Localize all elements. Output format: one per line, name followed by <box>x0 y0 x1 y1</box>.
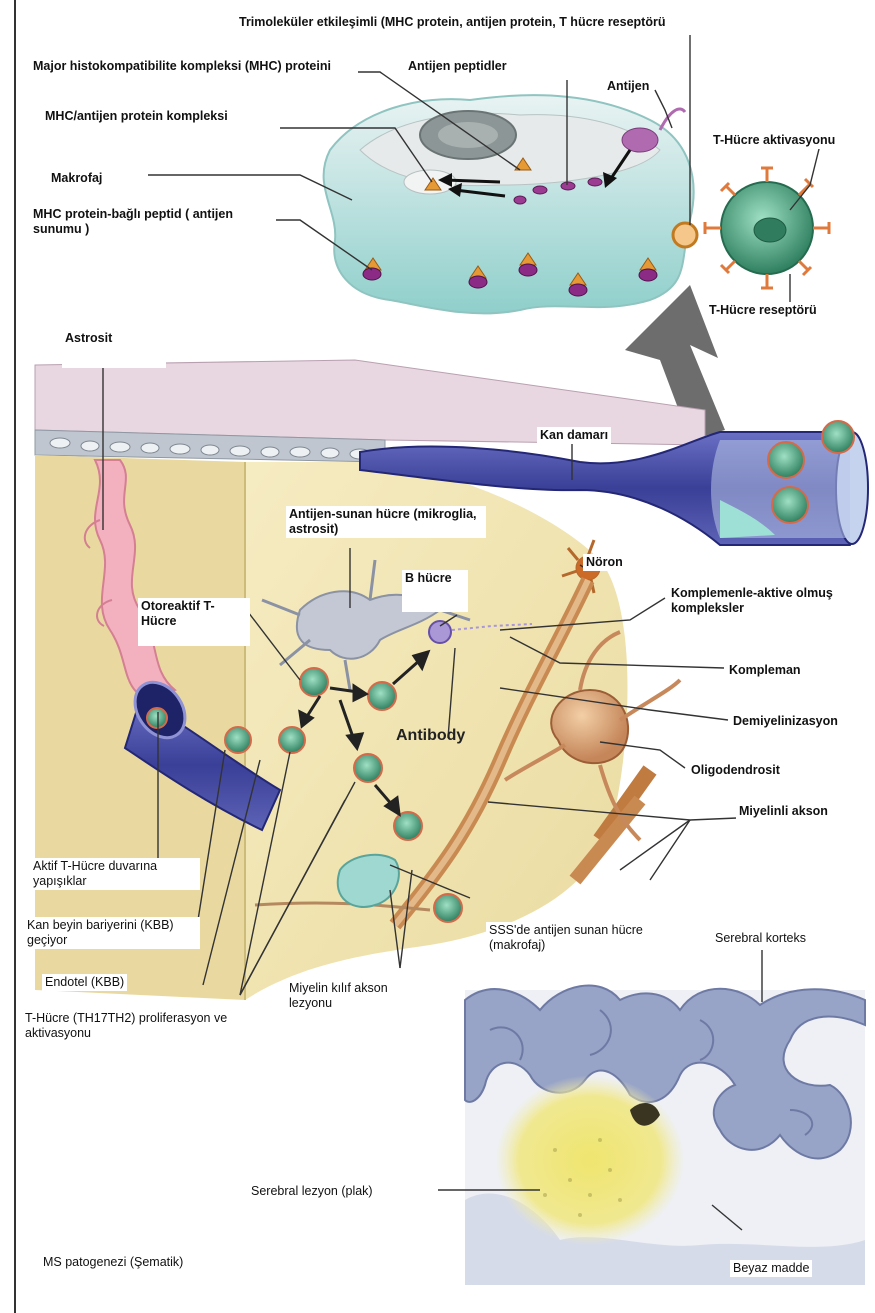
label-oligodendrocyte: Oligodendrosit <box>688 762 783 779</box>
label-active-t-adhesion: Aktif T-Hücre duvarına yapışıklar <box>30 858 200 890</box>
label-myelin-lesion: Miyelin kılıf akson lezyonu <box>286 980 420 1012</box>
left-border <box>14 0 16 1313</box>
activated-t-cell-top <box>705 168 829 288</box>
label-astrocyte: Astrosit <box>62 330 166 368</box>
label-endothelium: Endotel (KBB) <box>42 974 127 991</box>
label-demyelination: Demiyelinizasyon <box>730 713 841 730</box>
label-antibody: Antibody <box>396 728 465 743</box>
label-macrophage: Makrofaj <box>48 170 105 187</box>
label-t-cell-receptor: T-Hücre reseptörü <box>706 302 820 319</box>
label-complement: Kompleman <box>726 662 804 679</box>
label-trimolecular: Trimoleküler etkileşimli (MHC protein, a… <box>236 14 668 31</box>
label-t-cell-activation: T-Hücre aktivasyonu <box>710 132 838 149</box>
label-antigen: Antijen <box>604 78 652 95</box>
label-antigen-peptides: Antijen peptidler <box>405 58 510 75</box>
label-neuron: Nöron <box>583 554 626 571</box>
label-mhc-antigen-complex: MHC/antijen protein kompleksi <box>42 108 231 125</box>
label-apc: Antijen-sunan hücre (mikroglia, astrosit… <box>286 506 486 538</box>
label-mhc-protein: Major histokompatibilite kompleksi (MHC)… <box>30 58 358 75</box>
label-white-matter: Beyaz madde <box>730 1260 812 1277</box>
label-cns-apc: SSS'de antijen sunan hücre (makrofaj) <box>486 922 688 954</box>
brain-slice <box>465 986 865 1285</box>
label-bbb-crossing: Kan beyin bariyerini (KBB) geçiyor <box>24 917 200 949</box>
label-mhc-bound-peptide: MHC protein-bağlı peptid ( antijen sunum… <box>30 206 276 238</box>
label-myelinated-axon: Miyelinli akson <box>736 803 832 820</box>
label-blood-vessel: Kan damarı <box>537 427 611 444</box>
label-cerebral-cortex: Serebral korteks <box>712 930 809 947</box>
label-autoreactive-t: Otoreaktif T-Hücre <box>138 598 250 646</box>
label-t-proliferation: T-Hücre (TH17TH2) proliferasyon ve aktiv… <box>22 1010 260 1042</box>
label-b-cell: B hücre <box>402 570 468 612</box>
label-complement-complexes: Komplemenle-aktive olmuş kompleksler <box>668 585 874 617</box>
label-ms-pathogenesis: MS patogenezi (Şematik) <box>40 1254 186 1271</box>
label-cerebral-lesion: Serebral lezyon (plak) <box>248 1183 376 1200</box>
